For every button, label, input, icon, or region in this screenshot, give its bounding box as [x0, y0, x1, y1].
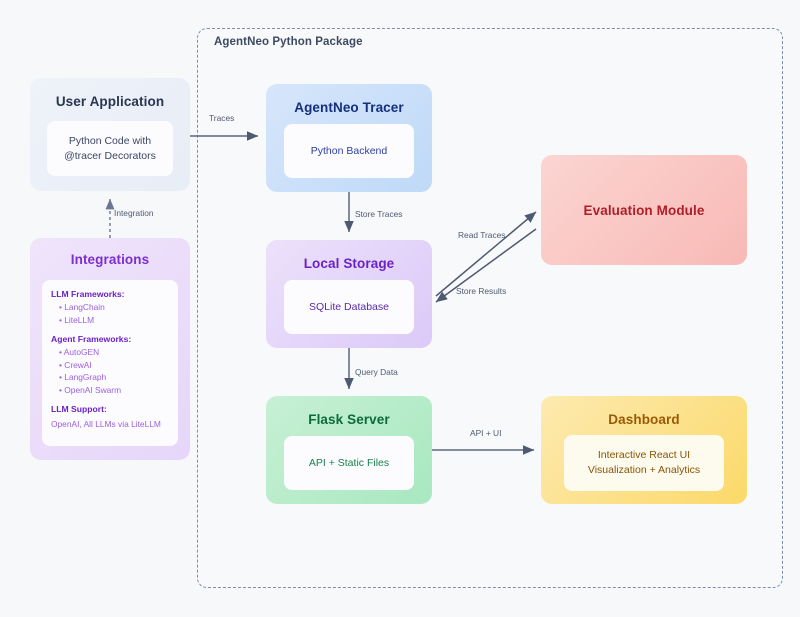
edge-label-query-data: Query Data [355, 367, 398, 377]
tracer-inner-line-1: Python Backend [310, 144, 388, 157]
node-dashboard-title: Dashboard [608, 412, 680, 427]
edge-label-api-ui: API + UI [470, 428, 502, 438]
dashboard-inner-line-1: Interactive React UI [597, 449, 691, 461]
node-evaluation-module-title: Evaluation Module [583, 202, 705, 218]
user-application-inner-line-1: Python Code with [68, 134, 152, 147]
integrations-item-openai-swarm: • OpenAI Swarm [59, 384, 122, 395]
node-local-storage-title: Local Storage [303, 256, 395, 271]
integrations-item-autogen: • AutoGEN [59, 347, 100, 357]
integrations-item-crewai: • CrewAI [59, 359, 92, 370]
node-user-application-title: User Application [55, 94, 165, 109]
integrations-llm-support-note: OpenAI, All LLMs via LiteLLM [51, 419, 161, 429]
node-flask-server-title: Flask Server [308, 412, 390, 427]
node-local-storage[interactable]: Local Storage SQLite Database [266, 240, 432, 348]
integrations-item-langchain: • LangChain [59, 302, 105, 312]
edge-label-traces: Traces [209, 113, 235, 123]
storage-inner-line-1: SQLite Database [309, 300, 389, 313]
node-dashboard[interactable]: Dashboard Interactive React UI Visualiza… [541, 396, 747, 504]
node-dashboard-inner: Interactive React UI Visualization + Ana… [564, 435, 724, 491]
node-flask-server[interactable]: Flask Server API + Static Files [266, 396, 432, 504]
integrations-item-langgraph: • LangGraph [59, 372, 107, 382]
node-integrations[interactable]: Integrations LLM Frameworks: • LangChain… [30, 238, 190, 460]
node-integrations-inner: LLM Frameworks: • LangChain • LiteLLM Ag… [42, 280, 178, 446]
integrations-item-litellm: • LiteLLM [59, 314, 95, 325]
edge-label-store-traces: Store Traces [355, 209, 403, 219]
node-flask-server-inner: API + Static Files [284, 436, 414, 490]
user-application-inner-line-2: @tracer Decorators [64, 149, 156, 162]
node-agentneo-tracer-inner: Python Backend [284, 124, 414, 178]
edge-label-integration: Integration [114, 208, 154, 218]
node-agentneo-tracer[interactable]: AgentNeo Tracer Python Backend [266, 84, 432, 192]
integrations-heading-llm-frameworks: LLM Frameworks: [51, 289, 125, 299]
integrations-heading-llm-support: LLM Support: [51, 404, 107, 414]
node-agentneo-tracer-title: AgentNeo Tracer [294, 100, 404, 115]
dashboard-inner-line-2: Visualization + Analytics [587, 464, 701, 476]
integrations-heading-agent-frameworks: Agent Frameworks: [51, 334, 132, 344]
flask-inner-line-1: API + Static Files [308, 456, 390, 469]
edge-label-store-results: Store Results [456, 286, 507, 296]
node-integrations-title: Integrations [70, 252, 150, 267]
node-evaluation-module[interactable]: Evaluation Module [541, 155, 747, 265]
node-user-application[interactable]: User Application Python Code with @trace… [30, 78, 190, 191]
node-local-storage-inner: SQLite Database [284, 280, 414, 334]
node-user-application-inner: Python Code with @tracer Decorators [47, 121, 173, 176]
edge-label-read-traces: Read Traces [458, 230, 506, 240]
agentneo-package-label: AgentNeo Python Package [214, 36, 363, 48]
